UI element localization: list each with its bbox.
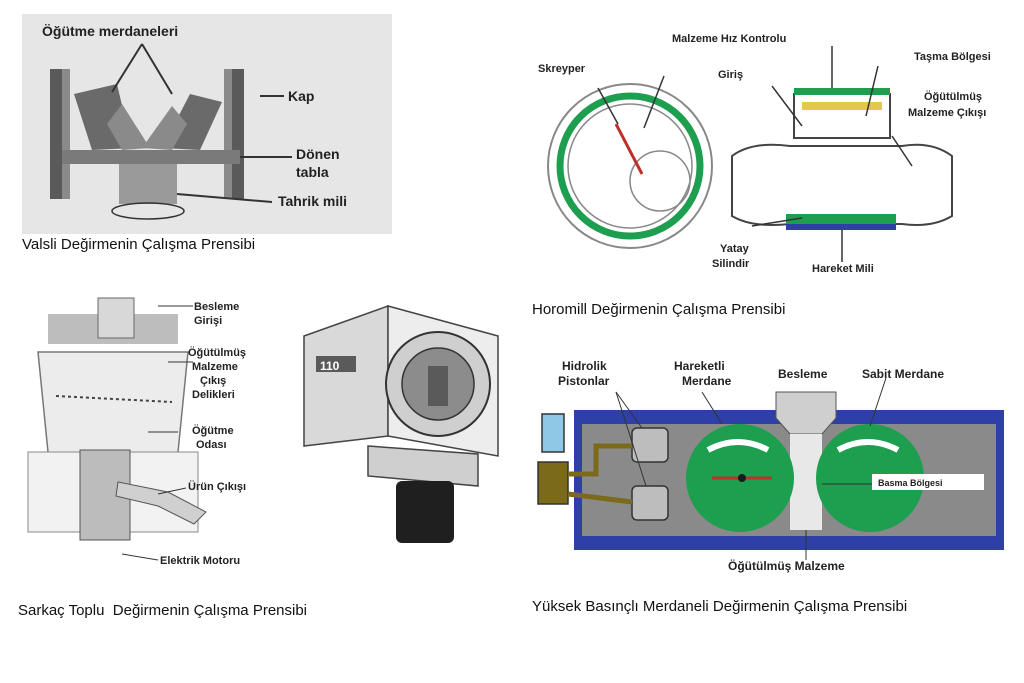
yuksek-basma-label: Basma Bölgesi — [878, 478, 943, 488]
yuksek-hareketli2-label: Merdane — [682, 374, 732, 388]
machine-number-label: 110 — [320, 359, 340, 373]
sarkac-ogut4-label: Delikleri — [192, 389, 235, 401]
valsli-donen-label: Dönen — [296, 146, 340, 162]
valsli-tabla-label: tabla — [296, 164, 329, 180]
horomill-cikis2-label: Malzeme Çıkışı — [908, 107, 986, 119]
horomill-hareket-label: Hareket Mili — [812, 263, 874, 275]
yuksek-ogutulmus-label: Öğütülmüş Malzeme — [728, 558, 845, 573]
yuksek-hareketli1-label: Hareketli — [674, 359, 725, 373]
sarkac-urun-label: Ürün Çıkışı — [188, 480, 246, 493]
sarkac-diagram: Besleme Girişi Öğütülmüş Malzeme Çıkış D… — [18, 292, 290, 580]
horomill-skreyper-label: Skreyper — [538, 63, 586, 75]
sarkac-machine-illustration: 110 — [298, 296, 516, 556]
sarkac-oda2-label: Odası — [196, 439, 227, 451]
valsli-diagram: Öğütme merdaneleri Kap Dönen tabla Tahri… — [22, 14, 392, 234]
horomill-cikis1-label: Öğütülmüş — [924, 90, 982, 103]
caption-horomill: Horomill Değirmenin Çalışma Prensibi — [532, 301, 786, 318]
horomill-yatay-label: Yatay — [720, 243, 750, 255]
valsli-title-label: Öğütme merdaneleri — [42, 23, 178, 39]
sarkac-ogut3-label: Çıkış — [200, 375, 226, 387]
caption-sarkac: Sarkaç Toplu Değirmenin Çalışma Prensibi — [18, 602, 308, 619]
valsli-kap-label: Kap — [288, 88, 314, 104]
yuksek-hidrolik2-label: Pistonlar — [558, 374, 610, 388]
sarkac-besleme1-label: Besleme — [194, 301, 239, 313]
horomill-giris-label: Giriş — [718, 69, 743, 81]
yuksek-diagram: Hidrolik Pistonlar Hareketli Merdane Bes… — [532, 354, 1022, 580]
yuksek-besleme-label: Besleme — [778, 367, 828, 381]
horomill-hiz-label: Malzeme Hız Kontrolu — [672, 33, 786, 45]
valsli-tahrik-label: Tahrik mili — [278, 193, 347, 209]
horomill-diagram: Malzeme Hız Kontrolu Skreyper Giriş Taşm… — [532, 16, 1020, 278]
horomill-silindir-label: Silindir — [712, 258, 750, 270]
sarkac-besleme2-label: Girişi — [194, 315, 222, 327]
sarkac-ogut1-label: Öğütülmüş — [188, 346, 246, 359]
caption-valsli: Valsli Değirmenin Çalışma Prensibi — [22, 236, 256, 253]
sarkac-oda1-label: Öğütme — [192, 424, 234, 437]
yuksek-hidrolik1-label: Hidrolik — [562, 359, 607, 373]
horomill-tasma-label: Taşma Bölgesi — [914, 51, 991, 63]
yuksek-sabit-label: Sabit Merdane — [862, 367, 944, 381]
caption-yuksek: Yüksek Basınçlı Merdaneli Değirmenin Çal… — [532, 598, 908, 615]
sarkac-ogut2-label: Malzeme — [192, 361, 238, 373]
sarkac-motor-label: Elektrik Motoru — [160, 555, 240, 567]
